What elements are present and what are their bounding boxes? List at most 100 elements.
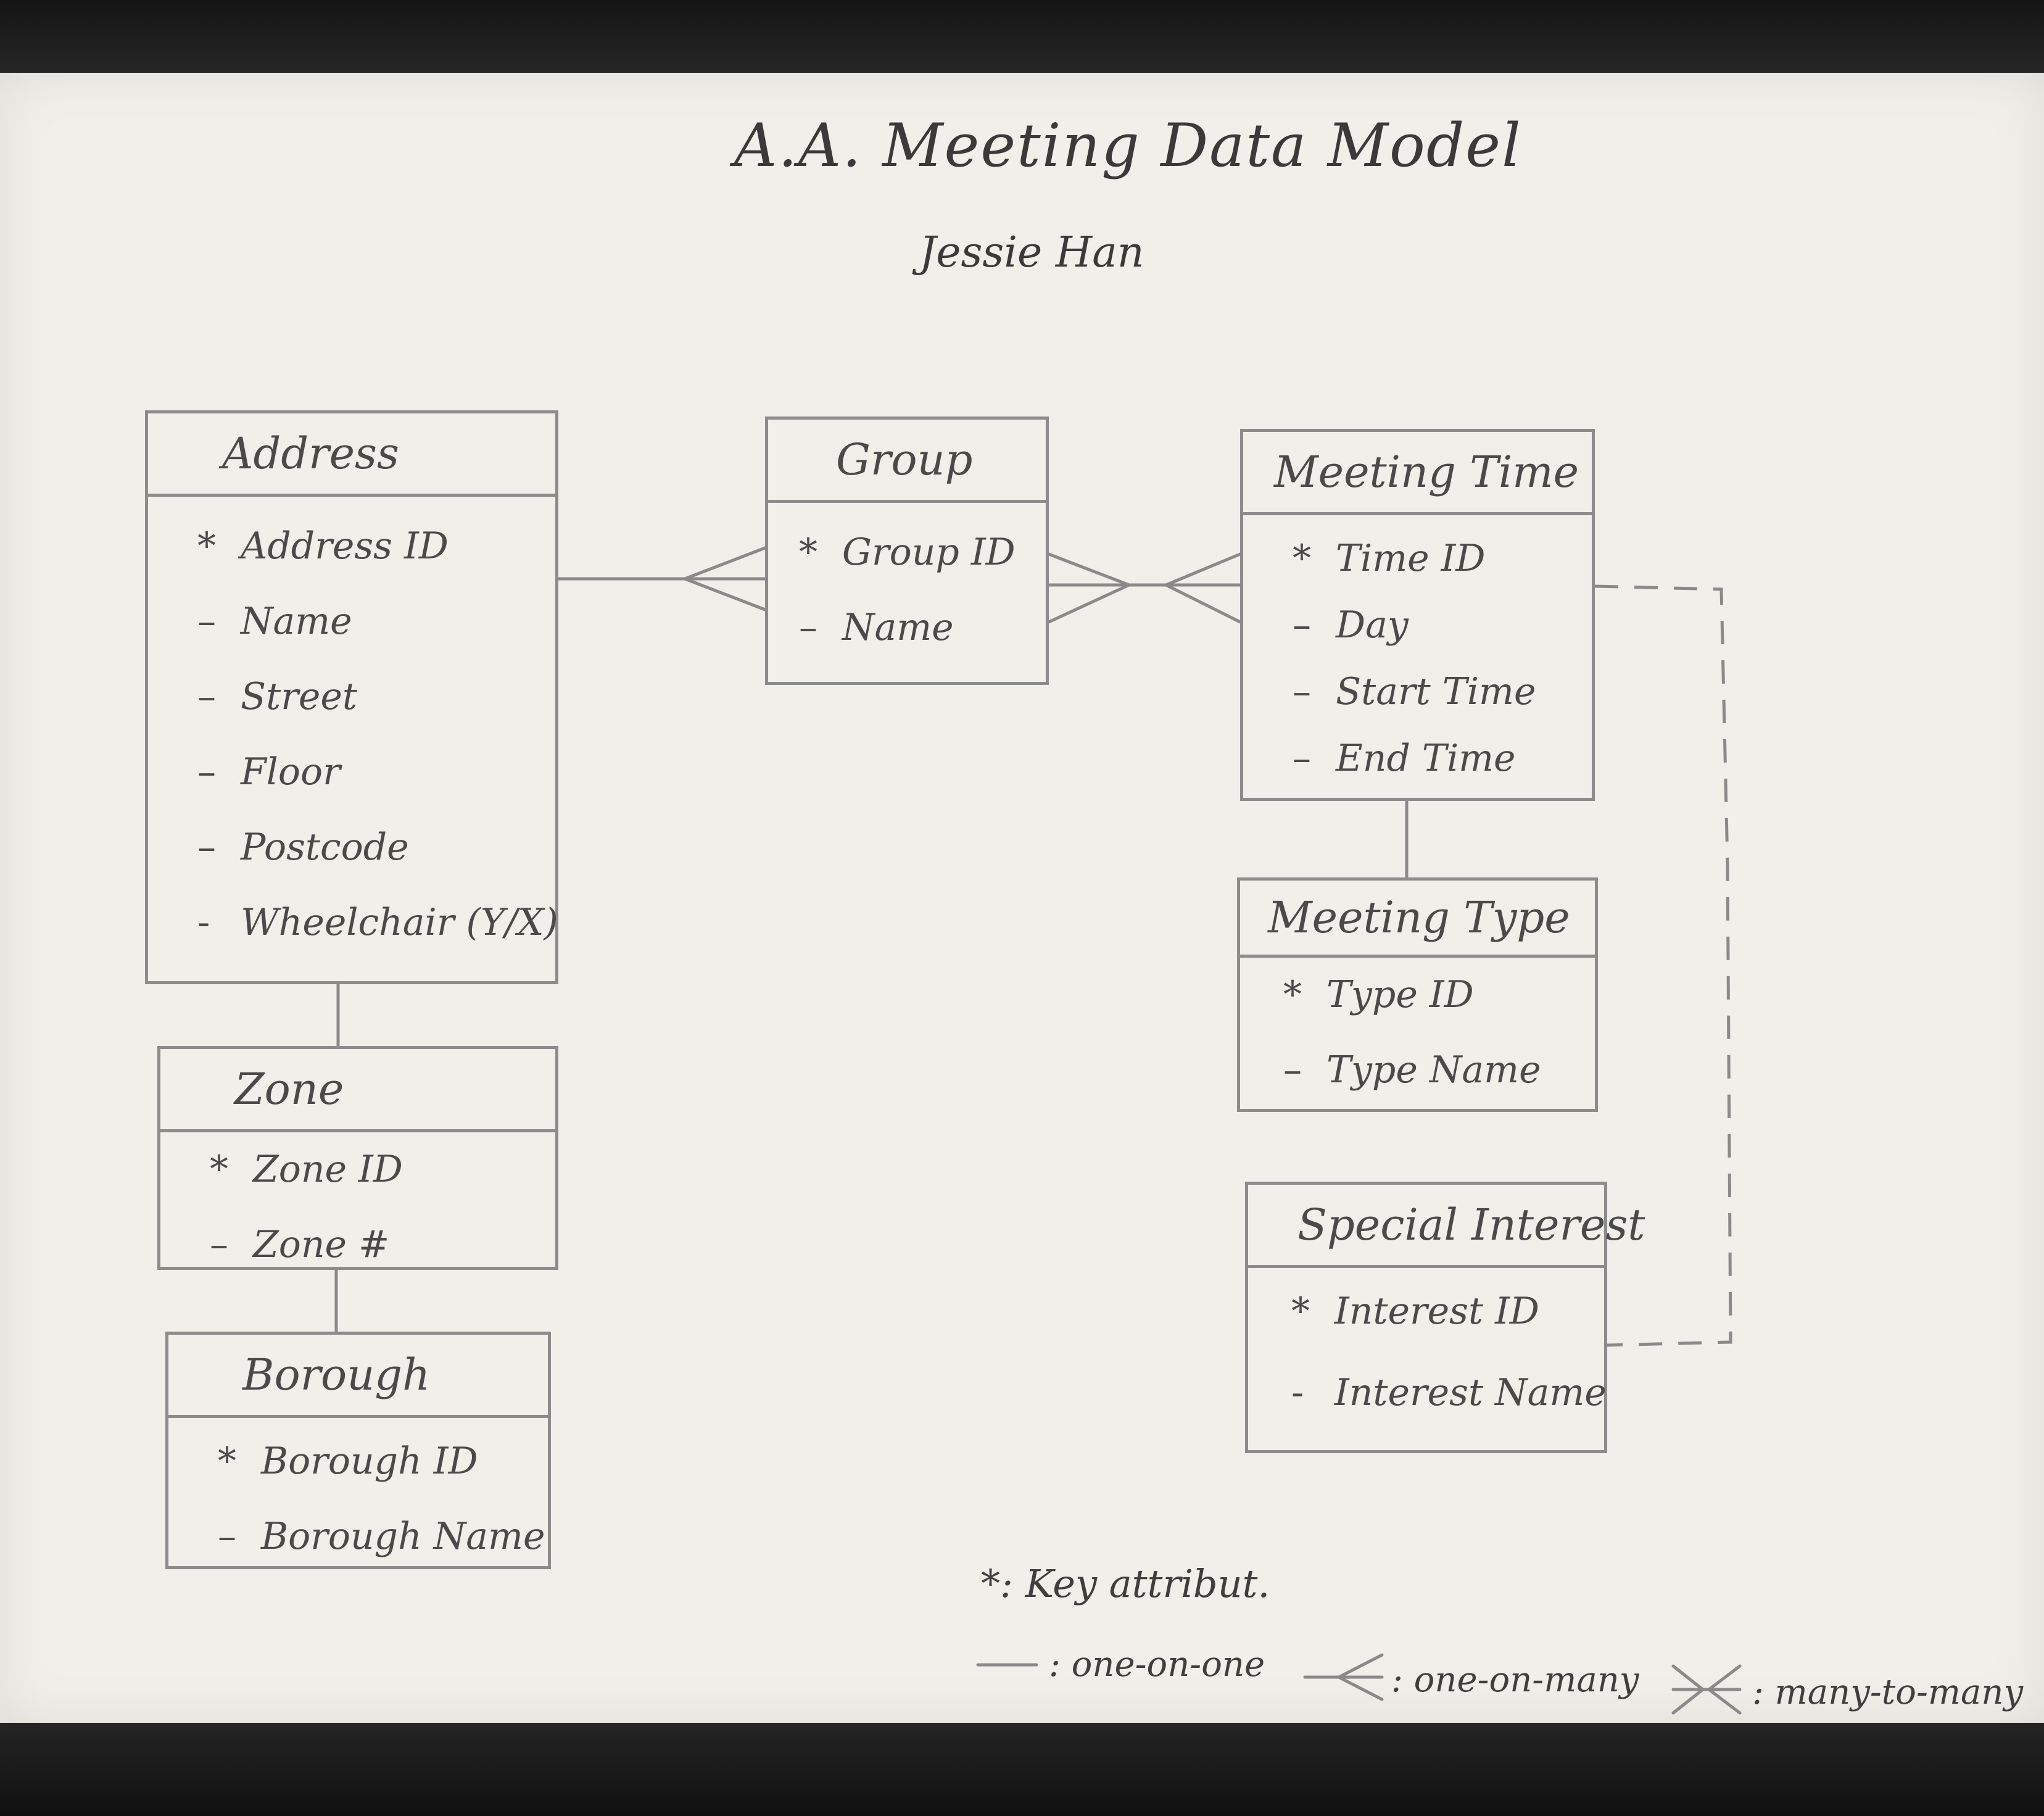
address-group-foot-lower (683, 577, 767, 612)
attribute: -Wheelchair (Y/X) (197, 892, 558, 967)
attribute-mark: – (1293, 737, 1311, 780)
attribute: –Street (197, 666, 555, 741)
attribute: * Group ID (799, 521, 1046, 597)
entity-address: Address *Address ID –Name –Street –Floor… (145, 410, 558, 984)
attribute-mark: * (218, 1440, 236, 1483)
attribute: * Address ID (197, 515, 555, 591)
attribute-label: Borough Name (261, 1515, 545, 1558)
attribute-list: * Group ID –Name (768, 503, 1046, 672)
attribute-label: Start Time (1336, 670, 1536, 713)
attribute-list: * Borough ID –Borough Name (168, 1418, 548, 1581)
attribute-mark: – (210, 1223, 228, 1266)
entity-zone: Zone * Zone ID –Zone # (157, 1046, 558, 1270)
attribute-mark: – (1293, 670, 1311, 713)
attribute: –Borough Name (218, 1506, 548, 1581)
attribute: * Type ID (1283, 964, 1595, 1039)
attribute-label: Street (241, 675, 358, 718)
attribute-label: Name (842, 606, 954, 649)
attribute: –Zone # (210, 1214, 555, 1289)
time-side-foot-upper (1164, 552, 1242, 587)
entity-name: Meeting Type (1240, 881, 1595, 958)
attribute-label: Type ID (1326, 973, 1474, 1016)
time-side-foot-lower (1164, 583, 1242, 624)
paper-sheet (0, 73, 2044, 1723)
legend-one-to-many-symbol (1303, 1653, 1384, 1701)
attribute-list: * Zone ID –Zone # (160, 1132, 555, 1289)
entity-name: Group (768, 420, 1046, 503)
diagram-title: A.A. Meeting Data Model (734, 111, 1522, 180)
attribute-list: *Time ID –Day –Start Time –End Time (1243, 515, 1592, 794)
attribute-mark: * (197, 524, 216, 568)
attribute-mark: * (1291, 1290, 1310, 1333)
entity-group: Group * Group ID –Name (765, 417, 1049, 685)
attribute-label: End Time (1336, 737, 1516, 780)
entity-meeting-time: Meeting Time *Time ID –Day –Start Time –… (1240, 429, 1595, 801)
attribute: –End Time (1293, 728, 1592, 794)
attribute-list: *Address ID –Name –Street –Floor –Postco… (148, 497, 558, 967)
attribute: -Interest Name (1291, 1362, 1607, 1437)
attribute: –Floor (197, 741, 555, 816)
group-side-foot-upper (1047, 552, 1131, 587)
attribute: * Time ID (1293, 528, 1592, 594)
legend-one-to-one-label: : one-on-one (1049, 1644, 1265, 1685)
attribute-label: Floor (241, 750, 341, 794)
attribute: * Interest ID (1291, 1280, 1604, 1362)
entity-name: Zone (160, 1049, 555, 1132)
legend-many-to-many-label: : many-to-many (1752, 1672, 2024, 1712)
attribute-label: Wheelchair (Y/X) (241, 901, 558, 944)
attribute: –Postcode (197, 816, 555, 892)
relationship-meetingtime-specialinterest (1594, 584, 1732, 1347)
entity-special-interest: Special Interest * Interest ID -Interest … (1245, 1182, 1645, 1453)
attribute-list: * Interest ID -Interest Name (1248, 1268, 1607, 1437)
attribute-mark: – (1283, 1048, 1302, 1092)
attribute-mark: – (799, 606, 817, 649)
attribute-mark: – (1293, 603, 1311, 647)
attribute: –Type Name (1283, 1039, 1595, 1114)
attribute-label: Name (241, 600, 352, 643)
attribute-mark: - (197, 901, 210, 944)
attribute-label: Address ID (241, 524, 449, 568)
dark-background-bottom (0, 1723, 2044, 1816)
attribute: –Name (197, 591, 555, 666)
relationship-address-group (557, 546, 767, 612)
group-side-foot-lower (1047, 583, 1131, 624)
attribute-mark: * (799, 531, 817, 574)
attribute-label: Group ID (842, 531, 1016, 574)
legend-many-to-many-symbol (1671, 1664, 1742, 1715)
entity-name: Special Interest (1248, 1185, 1645, 1268)
attribute-label: Zone ID (253, 1148, 403, 1191)
attribute-mark: * (1283, 973, 1302, 1016)
attribute-mark: – (197, 750, 216, 794)
attribute-label: Zone # (253, 1223, 390, 1266)
attribute: –Start Time (1293, 661, 1592, 728)
attribute-mark: – (218, 1515, 236, 1558)
legend-one-to-many-label: : one-on-many (1391, 1660, 1639, 1700)
attribute-label: Interest ID (1334, 1290, 1539, 1333)
attribute-mark: * (210, 1148, 228, 1191)
entity-name: Address (148, 413, 555, 497)
relationship-group-meetingtime (1047, 552, 1242, 624)
dark-background-top (0, 0, 2044, 73)
attribute: –Day (1293, 594, 1592, 661)
attribute-label: Time ID (1336, 537, 1486, 580)
attribute-label: Type Name (1326, 1048, 1541, 1092)
attribute: * Borough ID (218, 1430, 548, 1506)
attribute-mark: – (197, 600, 216, 643)
address-group-foot-upper (683, 546, 767, 581)
entity-borough: Borough * Borough ID –Borough Name (165, 1332, 551, 1569)
diagram-author: Jessie Han (919, 228, 1144, 277)
attribute: * Zone ID (210, 1138, 555, 1214)
entity-name: Borough (168, 1335, 548, 1418)
legend-key-attribute: *: Key attribut. (981, 1561, 1270, 1606)
attribute-mark: – (197, 826, 216, 869)
attribute: –Name (799, 597, 1046, 672)
entity-meeting-type: Meeting Type * Type ID –Type Name (1237, 877, 1598, 1112)
attribute-label: Interest Name (1334, 1371, 1607, 1414)
attribute-label: Borough ID (261, 1440, 478, 1483)
attribute-mark: – (197, 675, 216, 718)
attribute-label: Day (1336, 603, 1409, 647)
attribute-mark: - (1291, 1371, 1304, 1414)
attribute-mark: * (1293, 537, 1311, 580)
